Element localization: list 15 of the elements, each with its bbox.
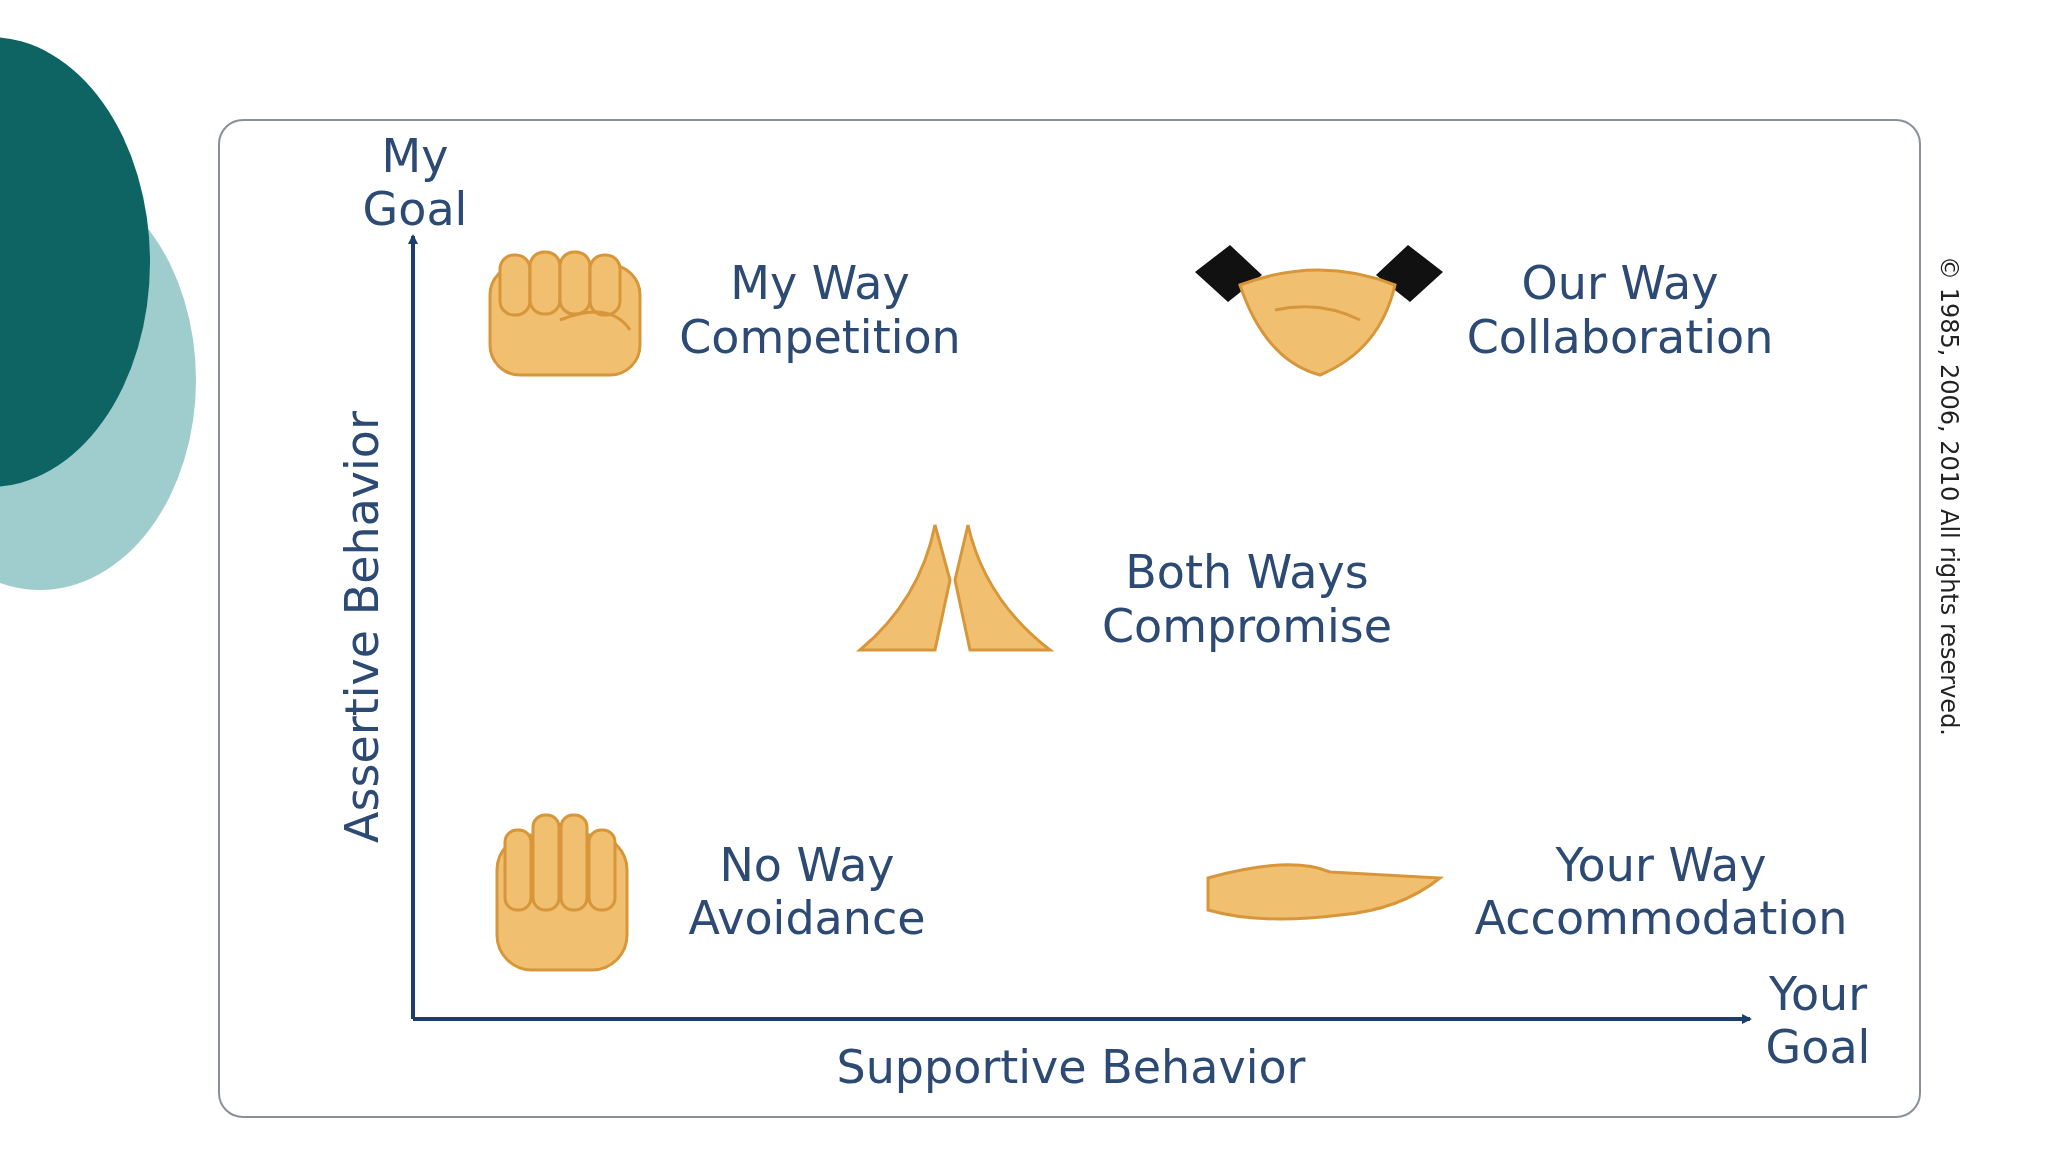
style-title: Our Way (1521, 256, 1719, 310)
style-title: My Way (730, 256, 910, 310)
style-name: Accommodation (1474, 891, 1848, 945)
style-title: Your Way (1555, 838, 1767, 892)
axis-label: Assertive Behavior (335, 411, 389, 843)
style-title: No Way (719, 838, 895, 892)
style-name: Collaboration (1466, 310, 1774, 364)
style-name: Avoidance (688, 891, 926, 945)
copyright-notice: © 1985, 2006, 2010 All rights reserved. (1934, 256, 1962, 736)
style-name: Compromise (1101, 599, 1393, 653)
axis-label: Your Goal (1764, 968, 1872, 1074)
axis-label: Supportive Behavior (836, 1040, 1306, 1094)
style-name: Competition (679, 310, 961, 364)
style-title: Both Ways (1125, 545, 1369, 599)
axis-label: My Goal (361, 130, 469, 236)
